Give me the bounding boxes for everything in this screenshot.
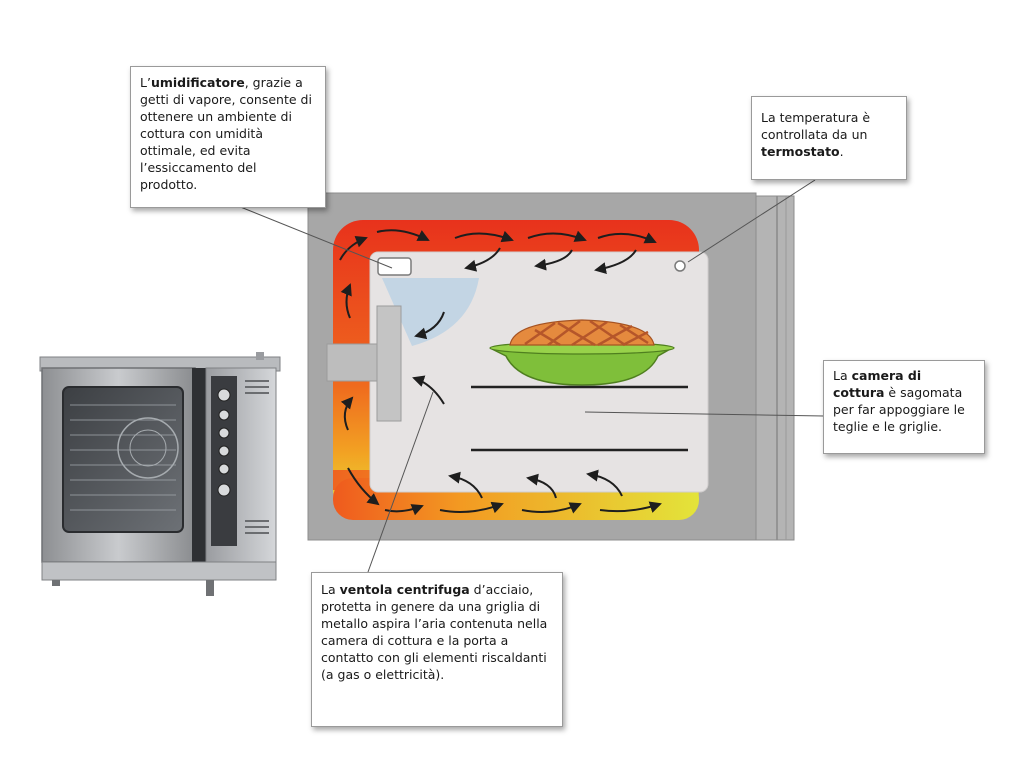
humidifier-box-icon [377,257,412,276]
callout-fan-term: ventola centrifuga [339,582,470,597]
pie-icon [489,319,675,386]
airflow-arrow-icon [526,473,557,499]
callout-humidifier-pre: L’ [140,75,151,90]
thermostat-sensor-icon [674,260,686,272]
airflow-arrow-icon [439,501,504,514]
callout-thermostat-pre: La temperatura è controllata da un [761,110,871,142]
airflow-arrow-icon [464,247,501,272]
steam-cone [382,278,479,346]
callout-fan-pre: La [321,582,340,597]
airflow-arrow-icon [347,467,380,506]
airflow-arrow-icon [339,236,368,261]
airflow-arrow-icon [340,396,354,431]
callout-humidifier: L’umidificatore, grazie a getti di vapor… [130,66,326,208]
oven-door-edge [755,195,795,541]
callout-chamber-text: è sagomata per far appoggiare le teglie … [833,385,965,434]
callout-thermostat-text: . [839,144,844,159]
airflow-arrow-icon [527,230,587,242]
fan-body [376,305,402,422]
leader-lines [237,179,825,573]
airflow-arrows [339,229,662,516]
callout-humidifier-term: umidificatore [150,75,245,90]
airflow-arrow-icon [448,471,483,499]
airflow-arrow-icon [594,249,637,275]
airflow-arrow-icon [534,249,573,271]
callout-fan-text: d’acciaio, protetta in genere da una gri… [321,582,548,682]
fan-shaft [326,343,380,382]
oven-photo [39,352,281,596]
callout-thermostat: La temperatura è controllata da un termo… [751,96,907,180]
airflow-arrow-icon [586,469,623,497]
airflow-arrow-icon [521,502,582,514]
callout-fan: La ventola centrifuga d’acciaio, protett… [311,572,563,727]
callout-humidifier-text: , grazie a getti di vapore, consente di … [140,75,312,192]
airflow-arrow-icon [597,232,657,244]
airflow-arrow-icon [412,375,445,405]
airflow-arrow-icon [384,504,424,516]
oven-cross-section [307,192,795,541]
callout-chamber-term: camera di cottura [833,368,922,400]
callout-chamber: La camera di cottura è sagomata per far … [823,360,985,454]
airflow-arrow-icon [340,283,352,319]
airflow-arrow-icon [376,229,430,241]
airflow-arrow-icon [454,230,514,243]
airflow-arrow-icon [414,311,445,340]
callout-thermostat-term: termostato [761,144,840,159]
callout-chamber-pre: La [833,368,852,383]
airflow-arrow-icon [599,501,662,513]
